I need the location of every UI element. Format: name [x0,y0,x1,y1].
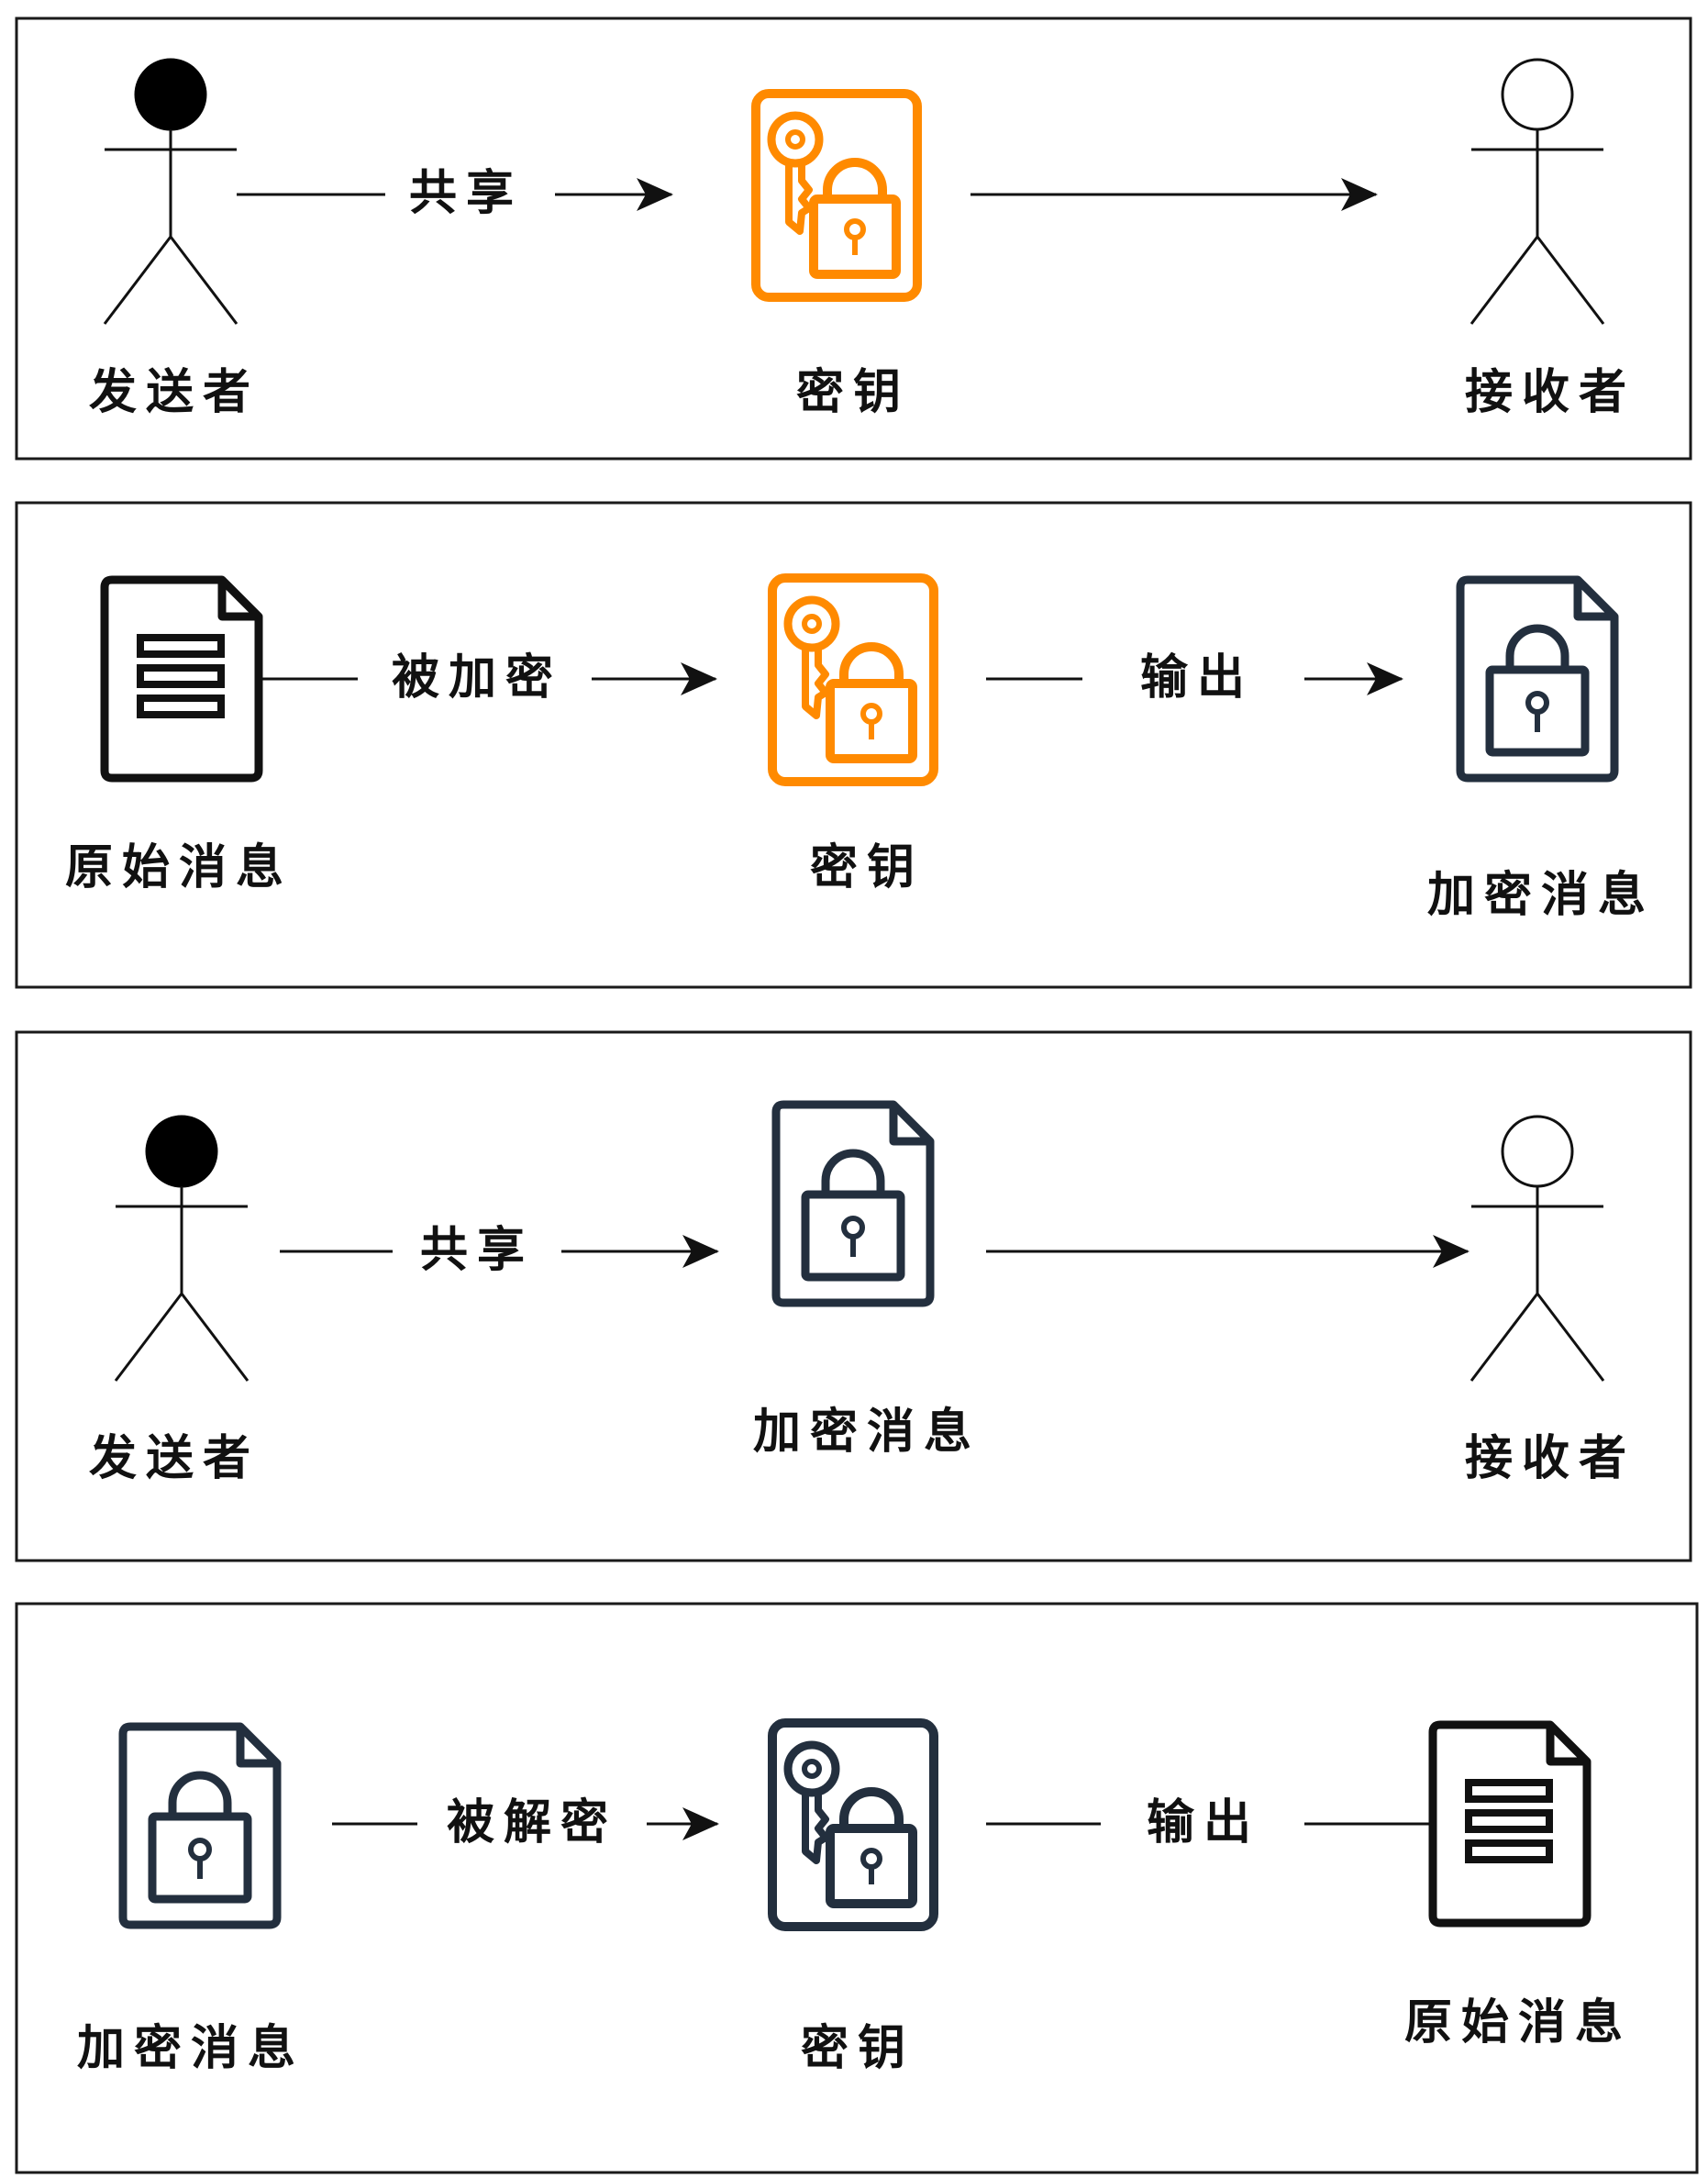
sender-label: 发送者 [89,1431,260,1486]
result-label: 原始消息 [1404,1995,1632,2050]
edge-label-output: 输出 [1140,650,1254,706]
key-label: 密钥 [801,2021,915,2076]
result-label: 加密消息 [1427,868,1655,923]
sender-person-icon [114,1115,250,1383]
document-icon [105,580,259,778]
panel-encrypt: 被加密 输出 原始消息 密钥 加密消息 [15,501,1692,989]
source-label: 原始消息 [65,840,293,895]
orange-key-lock-icon [756,94,917,297]
panel-frame [15,1030,1692,1562]
edge-label-share: 共享 [420,1223,534,1278]
sender-person-icon [103,58,238,326]
sender-label: 发送者 [89,365,260,420]
orange-key-lock-icon [772,578,934,782]
navy-key-lock-icon [772,1723,934,1927]
panel-frame [15,17,1692,461]
source-label: 加密消息 [77,2021,305,2076]
panel-share-message: 共享 发送者 加密消息 接收者 [15,1030,1692,1562]
panel-share-key: 共享 发送者 密钥 接收者 [15,17,1692,461]
locked-document-icon [1460,580,1614,778]
message-label: 加密消息 [753,1405,981,1460]
edge-label-share: 共享 [409,166,523,221]
edge-label-output: 输出 [1147,1795,1260,1850]
key-label: 密钥 [796,365,910,420]
locked-document-icon [776,1105,930,1303]
edge-label-encrypted: 被加密 [392,650,562,706]
receiver-label: 接收者 [1465,1431,1636,1486]
receiver-person-icon [1470,58,1605,326]
receiver-label: 接收者 [1465,365,1636,420]
receiver-person-icon [1470,1115,1605,1383]
panel-frame [15,501,1692,989]
locked-document-icon [123,1727,277,1925]
edge-label-decrypted: 被解密 [447,1795,617,1850]
panel-frame [15,1602,1699,2174]
document-icon [1433,1725,1587,1923]
key-label: 密钥 [810,840,924,895]
panel-decrypt: 被解密 输出 加密消息 密钥 原始消息 [15,1602,1699,2174]
